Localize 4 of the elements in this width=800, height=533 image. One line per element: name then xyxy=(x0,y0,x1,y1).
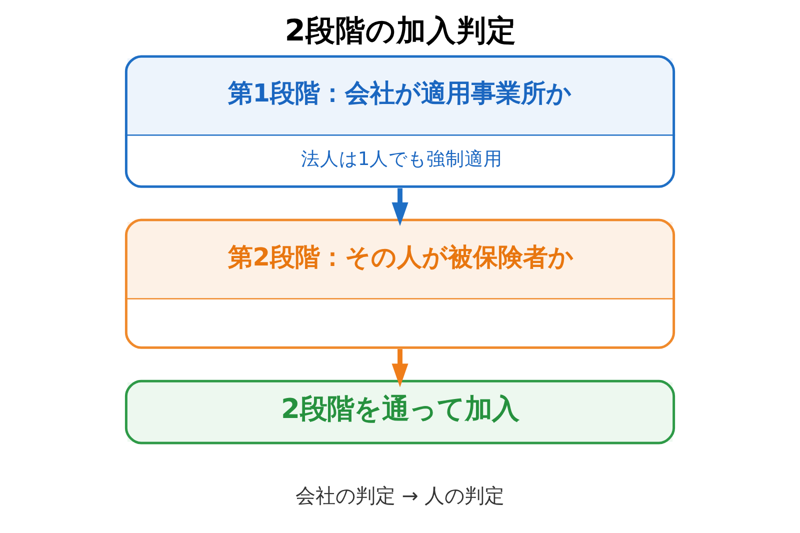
arrow xyxy=(392,188,408,226)
diagram-title: 2段階の加入判定 xyxy=(284,14,516,49)
arrow xyxy=(392,349,408,388)
caption: 会社の判定 → 人の判定 xyxy=(295,484,505,508)
